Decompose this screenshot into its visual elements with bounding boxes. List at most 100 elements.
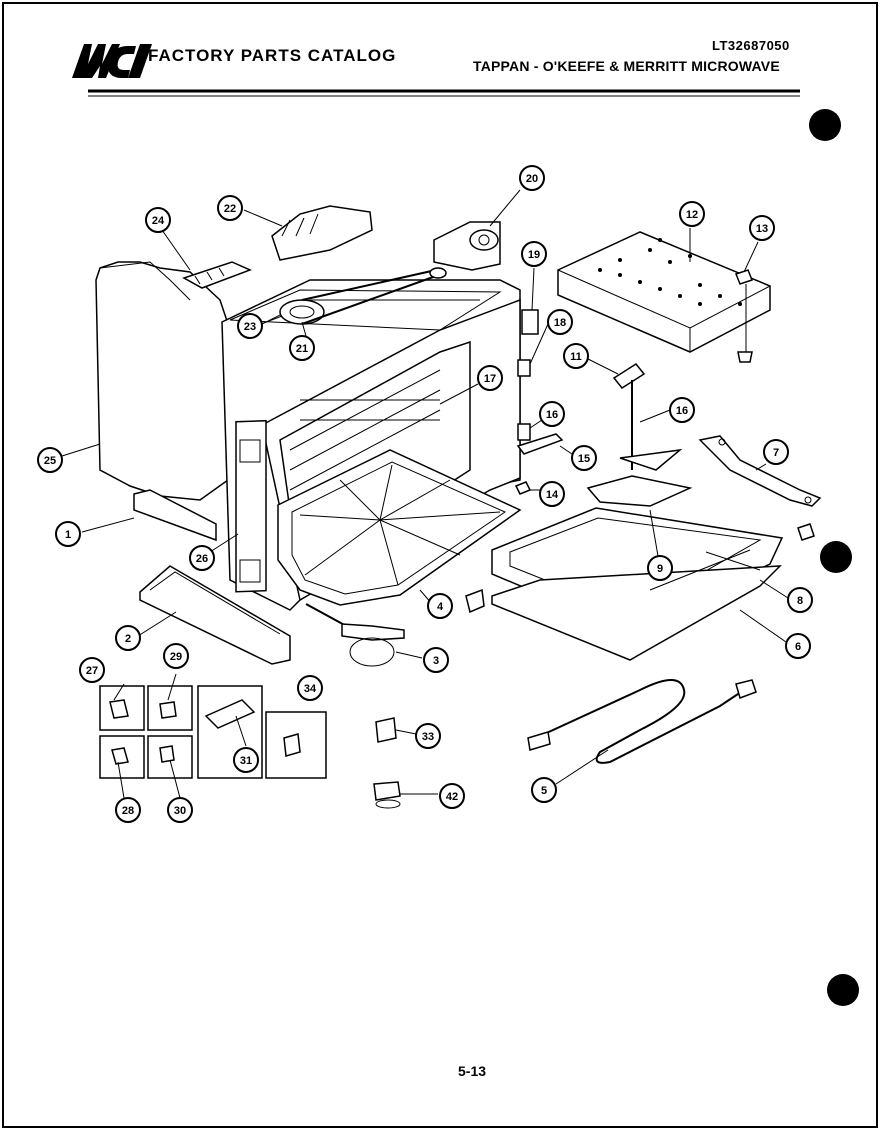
binder-hole-bottom: [827, 974, 859, 1006]
svg-text:34: 34: [304, 683, 317, 695]
broil-element: [539, 679, 745, 764]
svg-text:1: 1: [65, 529, 71, 541]
fuse-14: [514, 481, 532, 495]
callout-20: 20: [519, 165, 545, 191]
svg-text:6: 6: [795, 641, 801, 653]
interlock-switch-16: [517, 423, 531, 441]
svg-text:42: 42: [446, 791, 458, 803]
svg-text:3: 3: [433, 655, 439, 667]
svg-text:5: 5: [541, 785, 547, 797]
relay-block: [521, 309, 539, 335]
callout-1: 1: [55, 521, 81, 547]
side-bracket: [133, 489, 217, 542]
probe-plug: [341, 623, 405, 641]
callout-9: 9: [647, 555, 673, 581]
catalog-title: FACTORY PARTS CATALOG: [148, 46, 397, 65]
svg-text:4: 4: [437, 601, 444, 613]
blower-pulley: [279, 299, 325, 325]
callout-15: 15: [571, 445, 597, 471]
callout-42: 42: [439, 783, 465, 809]
callout-22: 22: [217, 195, 243, 221]
svg-text:17: 17: [484, 373, 496, 385]
callout-12: 12: [679, 201, 705, 227]
svg-text:2: 2: [125, 633, 131, 645]
callout-30: 30: [167, 797, 193, 823]
callout-14: 14: [539, 481, 565, 507]
board-components: [598, 238, 742, 306]
callout-8: 8: [787, 587, 813, 613]
callout-19: 19: [521, 241, 547, 267]
stirrer-blade: [586, 475, 693, 507]
svg-text:7: 7: [773, 447, 779, 459]
svg-text:13: 13: [756, 223, 768, 235]
callout-6: 6: [785, 633, 811, 659]
callout-33: 33: [415, 723, 441, 749]
bottom-channel: [139, 565, 291, 665]
svg-text:28: 28: [122, 805, 134, 817]
cabinet-wrapper: [95, 261, 231, 501]
svg-text:33: 33: [422, 731, 434, 743]
svg-text:14: 14: [546, 489, 559, 501]
svg-text:26: 26: [196, 553, 208, 565]
element-harness: [698, 435, 822, 507]
callout-3: 3: [423, 647, 449, 673]
binder-hole-top: [809, 109, 841, 141]
callout-18: 18: [547, 309, 573, 335]
retainer-clip: [797, 523, 815, 541]
callout-5: 5: [531, 777, 557, 803]
interlock-switch-18: [517, 359, 531, 377]
callout-29: 29: [163, 643, 189, 669]
control-board: [557, 231, 771, 353]
callout-34: 34: [297, 675, 323, 701]
callout-23: 23: [237, 313, 263, 339]
svg-text:31: 31: [240, 755, 252, 767]
rear-vent-panel: [271, 205, 373, 261]
svg-text:9: 9: [657, 563, 663, 575]
callout-24: 24: [145, 207, 171, 233]
callout-16-lower: 16: [539, 401, 565, 427]
callout-26: 26: [189, 545, 215, 571]
callout-17: 17: [477, 365, 503, 391]
callout-2: 2: [115, 625, 141, 651]
callout-4: 4: [427, 593, 453, 619]
callout-7: 7: [763, 439, 789, 465]
page-number: 5-13: [458, 1063, 487, 1079]
stirrer-clip: [612, 363, 646, 389]
thermal-cutout-33: [375, 717, 397, 743]
svg-text:29: 29: [170, 651, 182, 663]
svg-text:16: 16: [676, 405, 688, 417]
oven-cavity-ribs: [289, 369, 441, 491]
vent-bracket: [182, 261, 252, 289]
callout-28: 28: [115, 797, 141, 823]
svg-text:27: 27: [86, 665, 98, 677]
binder-hole-middle: [820, 541, 852, 573]
svg-text:11: 11: [570, 351, 582, 363]
hinge-clip: [465, 588, 485, 614]
svg-text:24: 24: [152, 215, 165, 227]
svg-text:19: 19: [528, 249, 540, 261]
callout-31: 31: [233, 747, 259, 773]
pan-ribs: [299, 464, 501, 586]
svg-text:15: 15: [578, 453, 590, 465]
svg-text:18: 18: [554, 317, 566, 329]
motor-pulley: [429, 267, 447, 279]
svg-text:25: 25: [44, 455, 56, 467]
svg-text:30: 30: [174, 805, 186, 817]
svg-text:20: 20: [526, 173, 538, 185]
svg-text:8: 8: [797, 595, 803, 607]
callout-25: 25: [37, 447, 63, 473]
svg-text:12: 12: [686, 209, 698, 221]
svg-text:16: 16: [546, 409, 558, 421]
latch-bar-15: [516, 433, 564, 455]
callout-11: 11: [563, 343, 589, 369]
callout-13: 13: [749, 215, 775, 241]
svg-text:23: 23: [244, 321, 256, 333]
bottom-plate: [491, 565, 782, 661]
model-number: LT32687050: [712, 38, 790, 53]
thermostat-42: [373, 781, 401, 801]
callout-21: 21: [289, 335, 315, 361]
callout-16: 16: [669, 397, 695, 423]
